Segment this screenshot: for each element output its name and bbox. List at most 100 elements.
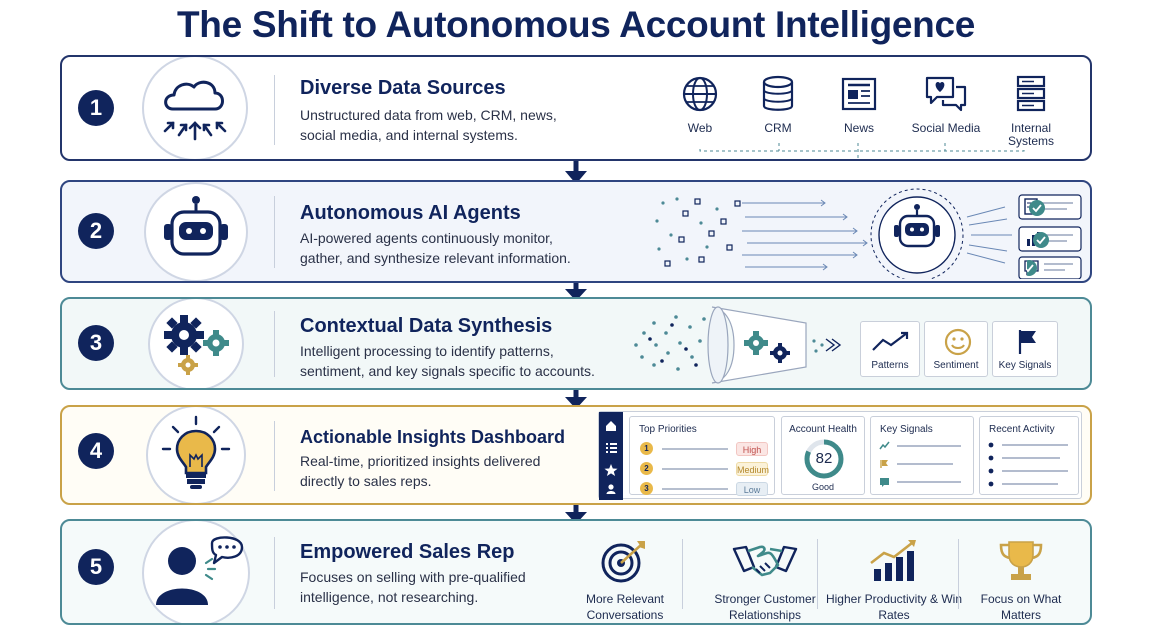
- step-number-badge: 3: [78, 325, 114, 361]
- stage-data-sources: 1 Diverse Data Sources Unstructured data…: [60, 55, 1092, 161]
- divider: [682, 539, 683, 609]
- source-label: Social Media: [911, 121, 981, 135]
- source-news: News: [824, 75, 894, 135]
- health-gauge: [804, 439, 844, 479]
- stage-data-synthesis: 3 Contextual Data: [60, 297, 1092, 390]
- output-label: Sentiment: [933, 360, 979, 371]
- stage-title: Actionable Insights Dashboard: [300, 427, 566, 447]
- page-title: The Shift to Autonomous Account Intellig…: [176, 4, 976, 45]
- smiley-icon: [944, 328, 972, 356]
- key-signals-card: Key Signals: [870, 416, 974, 495]
- output-patterns: Patterns: [860, 321, 920, 377]
- output-key-signals: Key Signals: [992, 321, 1058, 377]
- outcome-productivity: Higher Productivity & Win Rates: [824, 539, 964, 623]
- outcome-label: Focus on What Matters: [980, 592, 1062, 622]
- divider: [274, 421, 275, 491]
- priority-row: 1 High: [630, 441, 774, 457]
- divider: [274, 311, 275, 377]
- divider: [817, 539, 818, 609]
- outcome-conversations: More Relevant Conversations: [565, 539, 685, 623]
- person-speech-icon: [142, 521, 250, 623]
- gears-icon: [148, 299, 244, 388]
- step-number-badge: 1: [78, 90, 114, 126]
- card-title: Recent Activity: [989, 424, 1055, 435]
- outcome-label: More Relevant Conversations: [585, 592, 665, 622]
- card-title: Account Health: [789, 424, 857, 435]
- dashboard-nav-icons: [604, 421, 618, 494]
- priority-level-tag: Low: [736, 482, 768, 496]
- card-title: Key Signals: [880, 424, 933, 435]
- priority-level-tag: High: [736, 442, 768, 456]
- output-label: Patterns: [871, 360, 909, 371]
- flow-arrow-icon: [565, 390, 587, 409]
- agent-monitoring-graphic: [655, 188, 1082, 279]
- stage-description: Focuses on selling with pre-qualified in…: [300, 569, 526, 605]
- database-icon: [762, 75, 794, 111]
- priority-row: 3 Low: [630, 481, 774, 497]
- health-status: Good: [811, 482, 835, 492]
- health-score: 82: [815, 450, 833, 467]
- robot-icon: [144, 182, 248, 281]
- stage-ai-agents: 2 Autonomous AI Agents AI-powered agents…: [60, 180, 1092, 283]
- divider: [274, 75, 275, 145]
- divider: [958, 539, 959, 609]
- source-internal: Internal Systems: [996, 75, 1066, 148]
- divider: [274, 196, 275, 268]
- stage-description: Real-time, prioritized insights delivere…: [300, 453, 541, 489]
- flow-arrow-icon: [565, 505, 587, 524]
- chat-heart-icon: [925, 76, 967, 112]
- globe-icon: [682, 76, 718, 112]
- source-social: Social Media: [905, 75, 987, 135]
- merge-connector: [699, 143, 1025, 159]
- recent-activity-card: Recent Activity: [979, 416, 1079, 495]
- lightbulb-icon: [146, 407, 246, 503]
- stage-description: AI-powered agents continuously monitor, …: [300, 230, 571, 266]
- priority-line: [662, 468, 728, 470]
- step-number-badge: 4: [78, 433, 114, 469]
- stage-title: Contextual Data Synthesis: [300, 315, 553, 337]
- handshake-icon: [732, 545, 798, 577]
- flag-icon: [1018, 330, 1036, 354]
- stage-description: Intelligent processing to identify patte…: [300, 343, 595, 379]
- divider: [274, 537, 275, 609]
- stage-insights-dashboard: 4 Actionable Insights Dashboard Real-tim…: [60, 405, 1092, 505]
- growth-chart-icon: [870, 540, 916, 581]
- source-label: Web: [687, 121, 713, 135]
- activity-list: [988, 442, 1068, 487]
- step-number-badge: 5: [78, 549, 114, 585]
- source-label: Internal Systems: [1007, 121, 1054, 148]
- card-title: Top Priorities: [639, 424, 697, 435]
- priority-rank-badge: 1: [640, 442, 653, 455]
- stage-sales-rep: 5 Empowered Sales Rep Focuses on selling…: [60, 519, 1092, 625]
- check-icons: [1027, 200, 1049, 276]
- priority-line: [662, 488, 728, 490]
- flow-arrow-icon: [565, 161, 587, 184]
- output-label: Key Signals: [998, 360, 1052, 371]
- newspaper-icon: [841, 77, 877, 111]
- outcome-relationships: Stronger Customer Relationships: [690, 539, 840, 623]
- source-web: Web: [665, 75, 735, 135]
- output-sentiment: Sentiment: [924, 321, 988, 377]
- cloud-upload-icon: [142, 57, 248, 159]
- source-label: News: [843, 121, 874, 135]
- outcome-label: Stronger Customer Relationships: [714, 592, 816, 622]
- dashboard-sidebar: [599, 412, 623, 500]
- stage-title: Diverse Data Sources: [300, 77, 506, 99]
- priority-rank-badge: 3: [640, 482, 653, 495]
- signals-list: [879, 441, 961, 487]
- synthesis-funnel-graphic: [634, 306, 842, 384]
- priority-line: [662, 448, 728, 450]
- server-icon: [1016, 75, 1046, 112]
- target-icon: [601, 541, 645, 583]
- outcome-focus: Focus on What Matters: [961, 539, 1081, 623]
- flow-arrow-icon: [565, 282, 587, 301]
- stage-description: Unstructured data from web, CRM, news, s…: [300, 107, 557, 143]
- source-label: CRM: [764, 121, 792, 135]
- source-crm: CRM: [743, 75, 813, 135]
- stage-title: Empowered Sales Rep: [300, 541, 515, 563]
- step-number-badge: 2: [78, 213, 114, 249]
- stage-title: Autonomous AI Agents: [300, 202, 521, 224]
